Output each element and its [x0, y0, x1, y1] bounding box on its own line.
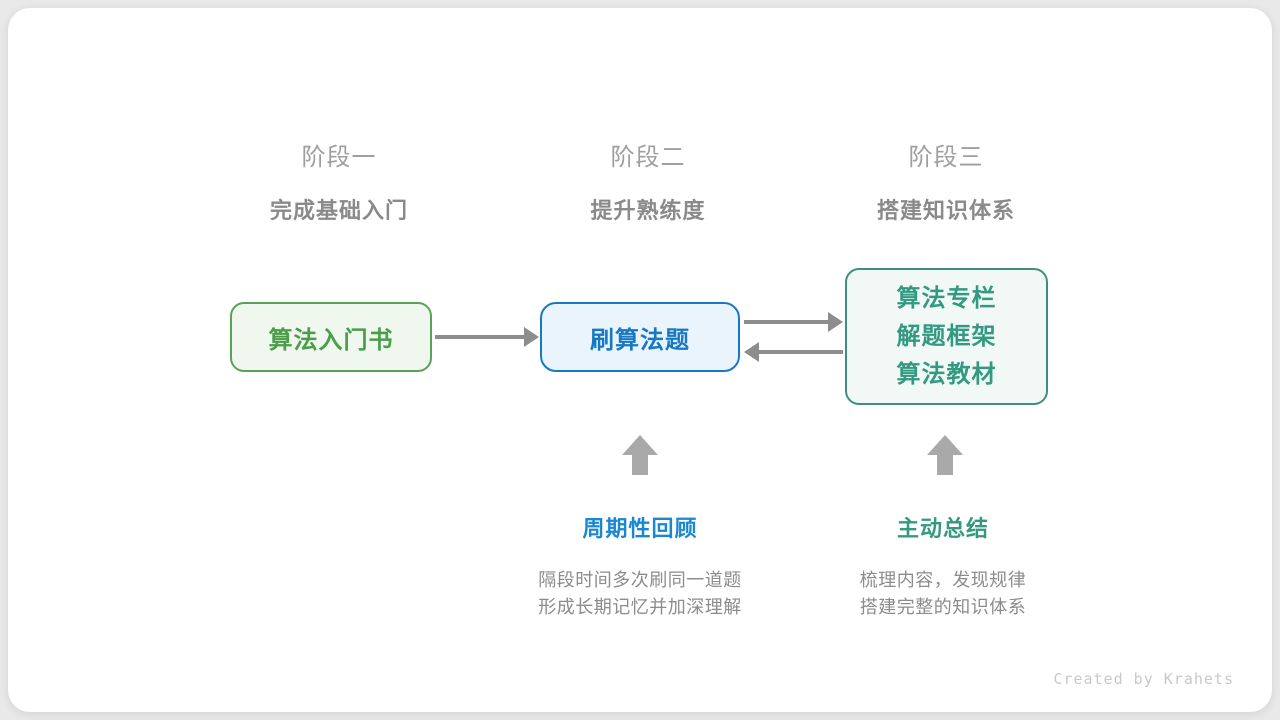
up-arrow-stem	[937, 455, 953, 475]
arrow-practice-to-resources-icon	[744, 312, 843, 332]
up-arrow-review-icon	[622, 435, 658, 475]
node-resources-line-2: 解题框架	[896, 322, 997, 350]
annotation-summarize: 主动总结 梳理内容，发现规律 搭建完整的知识体系	[793, 511, 1093, 621]
stage-2-title: 阶段二	[610, 144, 686, 171]
arrow-shaft	[435, 335, 526, 339]
node-resources-line-1: 算法专栏	[896, 284, 997, 312]
stage-2-subtitle: 提升熟练度	[590, 198, 706, 223]
annotation-review: 周期性回顾 隔段时间多次刷同一道题 形成长期记忆并加深理解	[490, 511, 790, 621]
arrow-shaft	[744, 320, 830, 324]
stage-3-title: 阶段三	[908, 144, 984, 171]
node-resources-line-3: 算法教材	[896, 360, 997, 388]
annotation-summarize-desc-2: 搭建完整的知识体系	[859, 597, 1027, 617]
node-resources: 算法专栏 解题框架 算法教材	[845, 268, 1048, 405]
annotation-review-desc-1: 隔段时间多次刷同一道题	[538, 570, 742, 590]
annotation-summarize-desc-1: 梳理内容，发现规律	[859, 570, 1027, 590]
stage-1-subtitle: 完成基础入门	[269, 198, 408, 223]
stage-3-subtitle: 搭建知识体系	[876, 198, 1015, 223]
arrow-head-right-icon	[828, 312, 843, 332]
arrow-head-right-icon	[524, 327, 539, 347]
diagram-card: 阶段一 完成基础入门 阶段二 提升熟练度 阶段三 搭建知识体系 算法入门书 刷算…	[8, 8, 1272, 712]
arrow-shaft	[757, 350, 843, 354]
arrow-head-left-icon	[744, 342, 759, 362]
footer-credit: Created by Krahets	[1053, 670, 1234, 688]
stage-2-header: 阶段二 提升熟练度	[538, 137, 758, 225]
arrow-intro-to-practice-icon	[435, 327, 539, 347]
node-practice: 刷算法题	[540, 302, 740, 372]
up-arrow-head	[622, 435, 658, 455]
stage-1-header: 阶段一 完成基础入门	[229, 137, 449, 225]
annotation-summarize-title: 主动总结	[896, 516, 989, 541]
stage-3-header: 阶段三 搭建知识体系	[836, 137, 1056, 225]
node-intro-book: 算法入门书	[230, 302, 432, 372]
node-intro-book-label: 算法入门书	[268, 326, 394, 354]
node-practice-label: 刷算法题	[590, 326, 690, 354]
arrow-resources-to-practice-icon	[744, 342, 843, 362]
up-arrow-head	[927, 435, 963, 455]
up-arrow-summarize-icon	[927, 435, 963, 475]
annotation-review-desc-2: 形成长期记忆并加深理解	[538, 597, 742, 617]
up-arrow-stem	[632, 455, 648, 475]
stage-1-title: 阶段一	[301, 144, 377, 171]
annotation-review-title: 周期性回顾	[582, 516, 698, 541]
